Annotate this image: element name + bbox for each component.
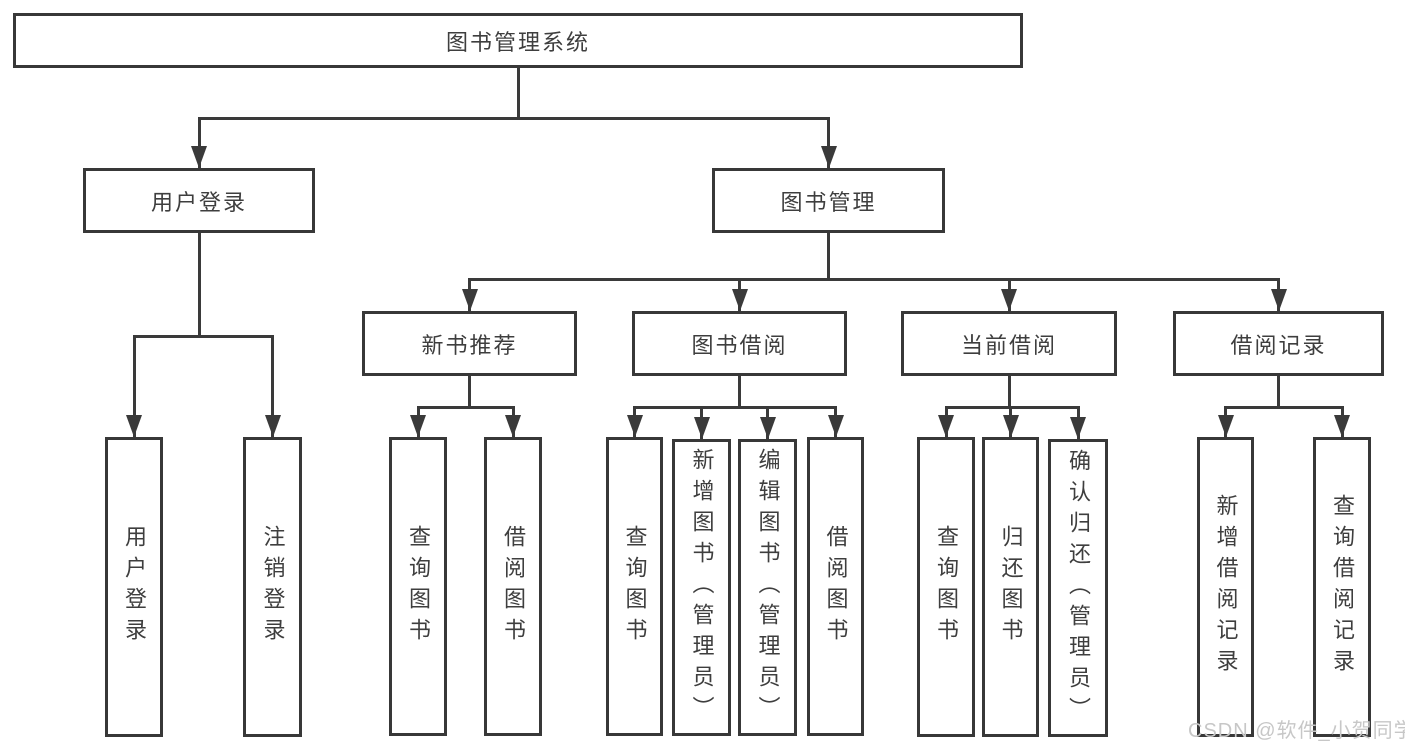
connector-bar: [1224, 406, 1344, 409]
arrowhead-down-icon: [1070, 417, 1086, 439]
diagram-node-cur-query: 查询图书: [917, 437, 975, 737]
diagram-node-nb-query: 查询图书: [389, 437, 447, 736]
node-label: 用户登录: [122, 525, 147, 649]
arrowhead-down-icon: [1217, 415, 1234, 437]
node-label: 图书借阅: [691, 332, 788, 358]
node-label: 查询图书: [406, 524, 431, 649]
diagram-node-borrow: 图书借阅: [632, 311, 847, 376]
connector-stem: [271, 335, 274, 437]
connector-bar: [944, 406, 1080, 409]
arrowhead-down-icon: [461, 289, 478, 311]
arrowhead-down-icon: [827, 415, 844, 437]
connector-trunk: [1007, 376, 1011, 409]
diagram-node-login-user: 用户登录: [105, 437, 163, 737]
diagram-node-cur-confirm: 确认归还（管理员）: [1048, 439, 1108, 737]
connector-trunk: [738, 376, 741, 409]
diagram-node-newbook: 新书推荐: [362, 311, 577, 376]
connector-bar: [197, 117, 830, 120]
arrowhead-down-icon: [731, 289, 748, 311]
connector-bar: [132, 335, 274, 338]
arrowhead-down-icon: [1002, 415, 1019, 437]
node-label: 查询借阅记录: [1330, 494, 1355, 680]
arrowhead-down-icon: [126, 415, 142, 437]
node-label: 查询图书: [934, 525, 959, 649]
connector-trunk: [1277, 376, 1280, 409]
connector-trunk: [197, 233, 201, 338]
diagram-node-bw-query: 查询图书: [606, 437, 663, 736]
arrowhead-down-icon: [191, 146, 207, 168]
arrowhead-down-icon: [1270, 289, 1287, 311]
diagram-node-rec-add: 新增借阅记录: [1197, 437, 1254, 737]
diagram-node-nb-borrow: 借阅图书: [484, 437, 542, 736]
node-label: 借阅记录: [1230, 332, 1327, 358]
diagram-node-cur-return: 归还图书: [982, 437, 1039, 737]
node-label: 用户登录: [150, 189, 247, 215]
diagram-node-login: 用户登录: [83, 168, 315, 233]
diagram-node-mgmt: 图书管理: [712, 168, 945, 233]
node-label: 查询图书: [622, 524, 648, 649]
node-label: 图书管理系统: [445, 29, 590, 55]
node-label: 借阅图书: [823, 524, 849, 649]
node-label: 当前借阅: [960, 332, 1057, 358]
diagram-node-bw-edit: 编辑图书（管理员）: [738, 439, 797, 736]
node-label: 借阅图书: [501, 524, 526, 649]
arrowhead-down-icon: [1001, 289, 1017, 311]
node-label: 确认归还（管理员）: [1066, 448, 1091, 728]
diagram-node-bw-borrow: 借阅图书: [807, 437, 864, 736]
node-label: 编辑图书（管理员）: [755, 448, 781, 727]
node-label: 新增借阅记录: [1213, 494, 1239, 680]
arrowhead-down-icon: [820, 146, 837, 168]
connector-stem: [197, 117, 201, 168]
arrowhead-down-icon: [693, 417, 710, 439]
connector-stem: [827, 117, 830, 168]
node-label: 图书管理: [780, 189, 877, 215]
connector-trunk: [516, 68, 520, 120]
arrowhead-down-icon: [410, 415, 426, 437]
csdn-watermark: CSDN @软件_小贺同学: [1188, 720, 1405, 742]
diagram-node-records: 借阅记录: [1173, 311, 1384, 376]
connector-bar: [416, 406, 515, 409]
connector-bar: [633, 406, 837, 409]
diagram-node-root: 图书管理系统: [13, 13, 1023, 68]
arrowhead-down-icon: [938, 415, 954, 437]
diagram-node-rec-query: 查询借阅记录: [1313, 437, 1371, 737]
node-label: 归还图书: [998, 525, 1024, 649]
arrowhead-down-icon: [264, 415, 281, 437]
arrowhead-down-icon: [1334, 415, 1350, 437]
diagram-node-bw-add: 新增图书（管理员）: [672, 439, 731, 736]
node-label: 新增图书（管理员）: [689, 448, 715, 727]
connector-stem: [132, 335, 136, 437]
arrowhead-down-icon: [626, 415, 643, 437]
node-label: 新书推荐: [421, 332, 518, 358]
diagram-node-login-out: 注销登录: [243, 437, 302, 737]
arrowhead-down-icon: [505, 415, 521, 437]
diagram-node-current: 当前借阅: [901, 311, 1117, 376]
connector-trunk: [827, 233, 830, 281]
connector-trunk: [468, 376, 471, 409]
connector-bar: [468, 278, 1280, 281]
node-label: 注销登录: [260, 525, 286, 649]
arrowhead-down-icon: [759, 417, 776, 439]
